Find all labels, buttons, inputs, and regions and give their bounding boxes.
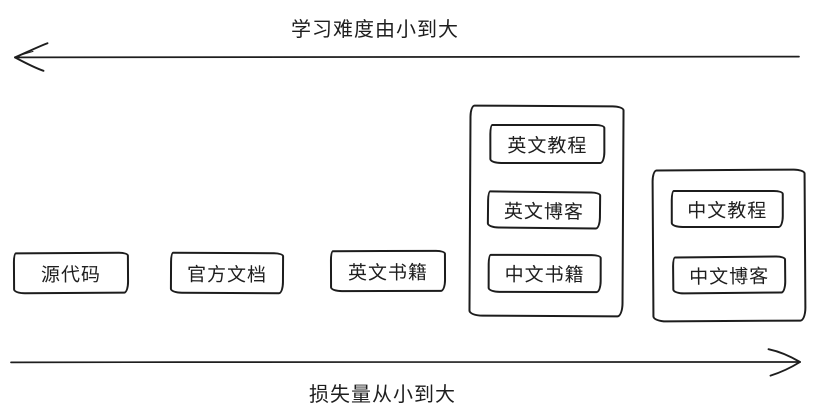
bottom-axis-label: 损失量从小到大 xyxy=(309,384,456,406)
group-box-2: 中文教程 中文博客 xyxy=(651,168,807,323)
box-english-tutorials: 英文教程 xyxy=(489,123,606,165)
box-source-code: 源代码 xyxy=(12,251,130,295)
box-official-docs: 官方文档 xyxy=(169,251,285,295)
box-english-blogs: 英文博客 xyxy=(486,190,602,230)
difficulty-arrow-left xyxy=(14,42,800,72)
box-chinese-blogs: 中文博客 xyxy=(672,255,787,295)
top-axis-label: 学习难度由小到大 xyxy=(291,19,459,41)
loss-arrow-right xyxy=(10,348,801,377)
box-chinese-books: 中文书籍 xyxy=(487,253,602,294)
group-box-1: 英文教程 英文博客 中文书籍 xyxy=(468,104,625,318)
box-english-books: 英文书籍 xyxy=(329,249,447,293)
box-chinese-tutorials: 中文教程 xyxy=(670,189,784,229)
